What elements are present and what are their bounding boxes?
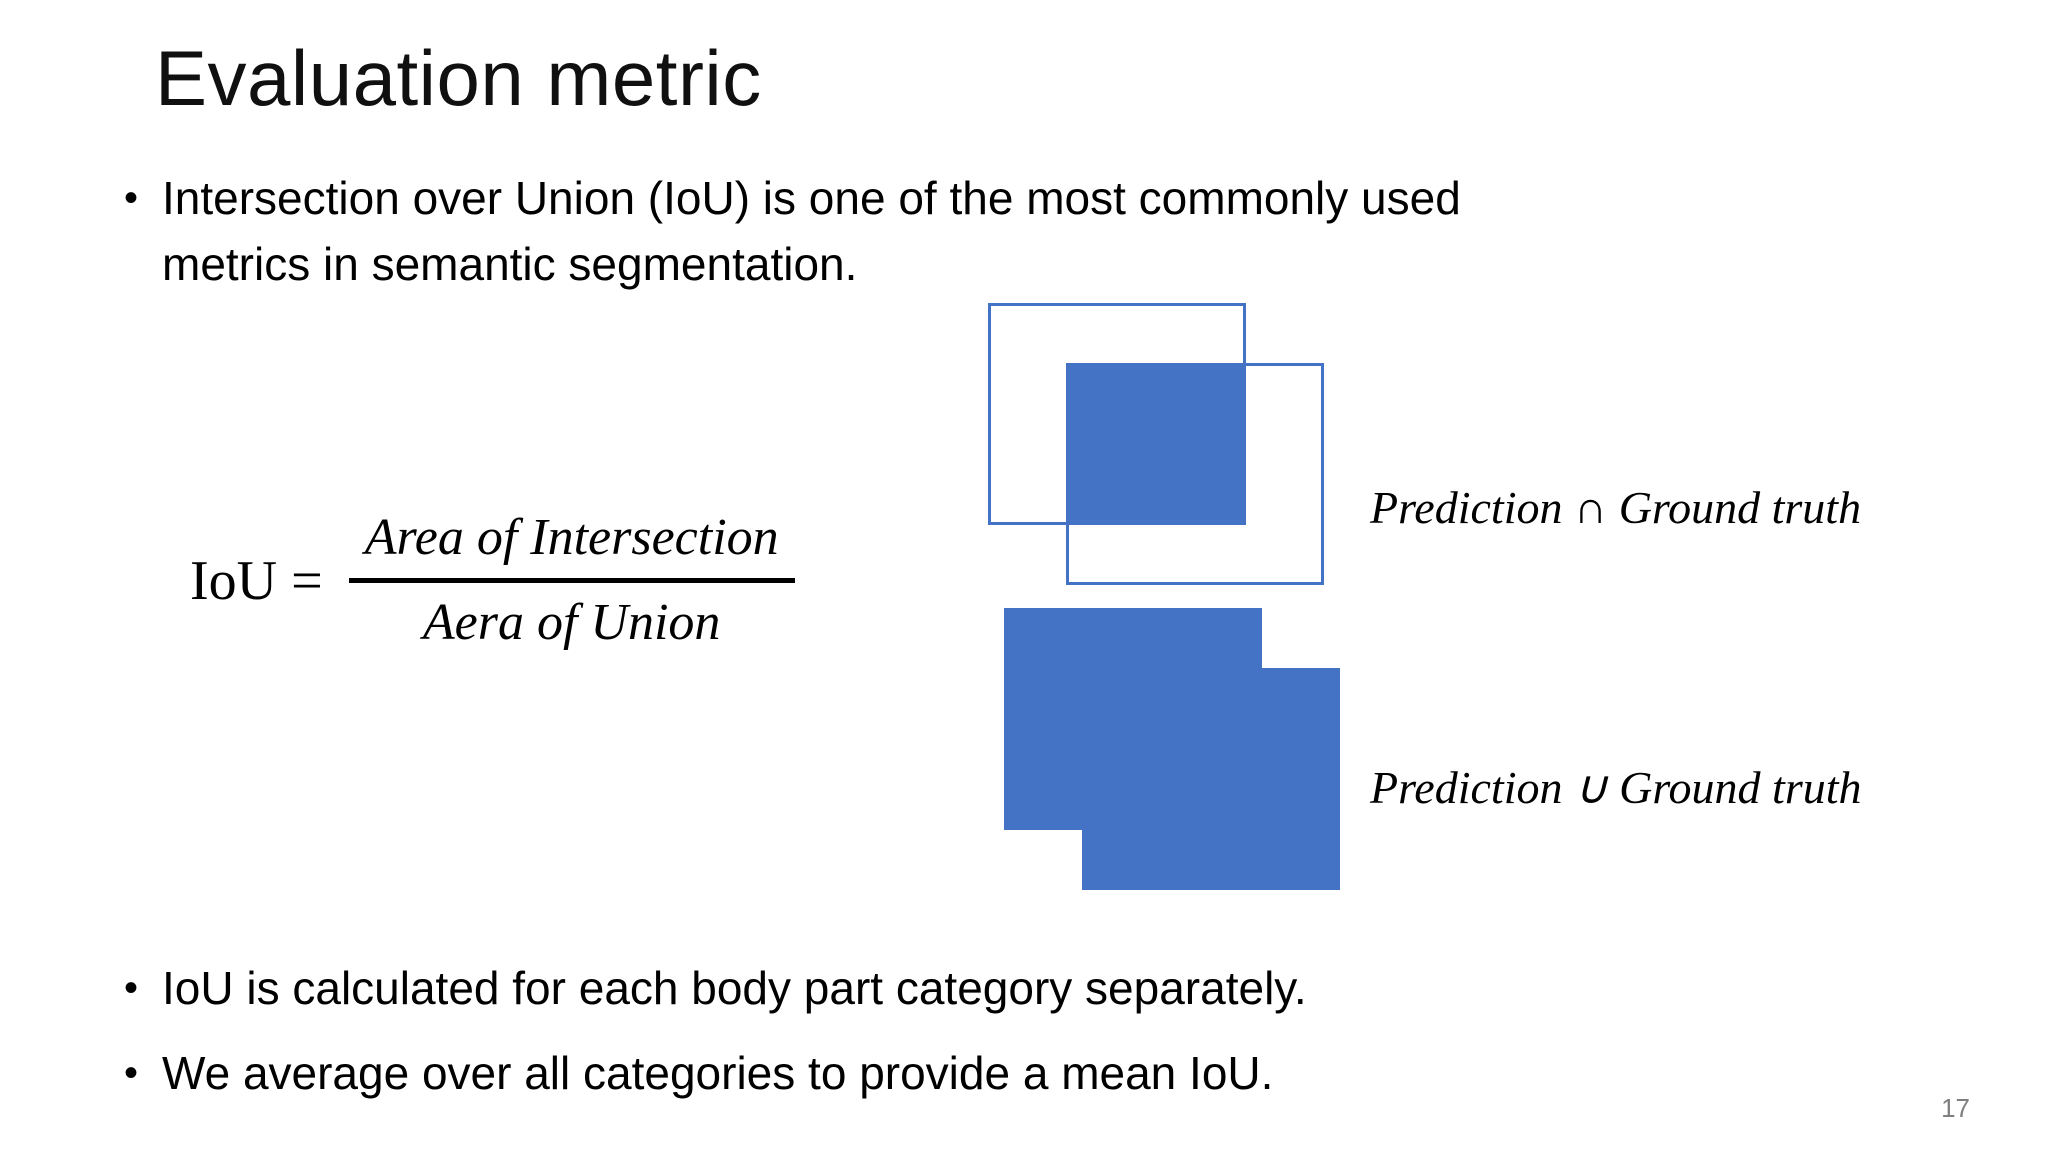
page-number: 17 — [1941, 1093, 1970, 1123]
bullet-marker-icon: • — [124, 1051, 139, 1095]
formula-fraction: Area of Intersection Aera of Union — [348, 500, 795, 661]
iou-formula: IoU = Area of Intersection Aera of Union — [190, 500, 795, 661]
intersection-diagram — [988, 303, 1333, 590]
bullet-text: We average over all categories to provid… — [162, 1047, 1274, 1099]
union-label: Prediction ∪ Ground truth — [1370, 762, 1862, 813]
formula-denominator: Aera of Union — [422, 594, 721, 651]
intersection-label: Prediction ∩ Ground truth — [1370, 482, 1862, 533]
formula-fraction-bar — [348, 578, 795, 583]
page-title: Evaluation metric — [155, 34, 762, 122]
intersection-region-fill — [1066, 363, 1246, 525]
list-item: • IoU is calculated for each body part c… — [118, 955, 1858, 1021]
formula-left-side: IoU — [190, 549, 278, 612]
formula-equals-sign: = — [291, 549, 323, 612]
bullet-list-top: • Intersection over Union (IoU) is one o… — [118, 165, 1858, 297]
union-diagram — [1004, 608, 1349, 895]
bullet-text-line-1: Intersection over Union (IoU) is one of … — [162, 172, 1461, 224]
ground-truth-box-fill — [1082, 668, 1340, 890]
list-item: • We average over all categories to prov… — [118, 1040, 1858, 1106]
bullet-text-line-2: metrics in semantic segmentation. — [162, 238, 858, 290]
bullet-text: Intersection over Union (IoU) is one of … — [162, 165, 1802, 297]
list-item: • Intersection over Union (IoU) is one o… — [118, 165, 1858, 297]
bullet-marker-icon: • — [124, 176, 139, 220]
bullet-marker-icon: • — [124, 966, 139, 1010]
formula-numerator: Area of Intersection — [364, 509, 779, 566]
bullet-text: IoU is calculated for each body part cat… — [162, 962, 1307, 1014]
